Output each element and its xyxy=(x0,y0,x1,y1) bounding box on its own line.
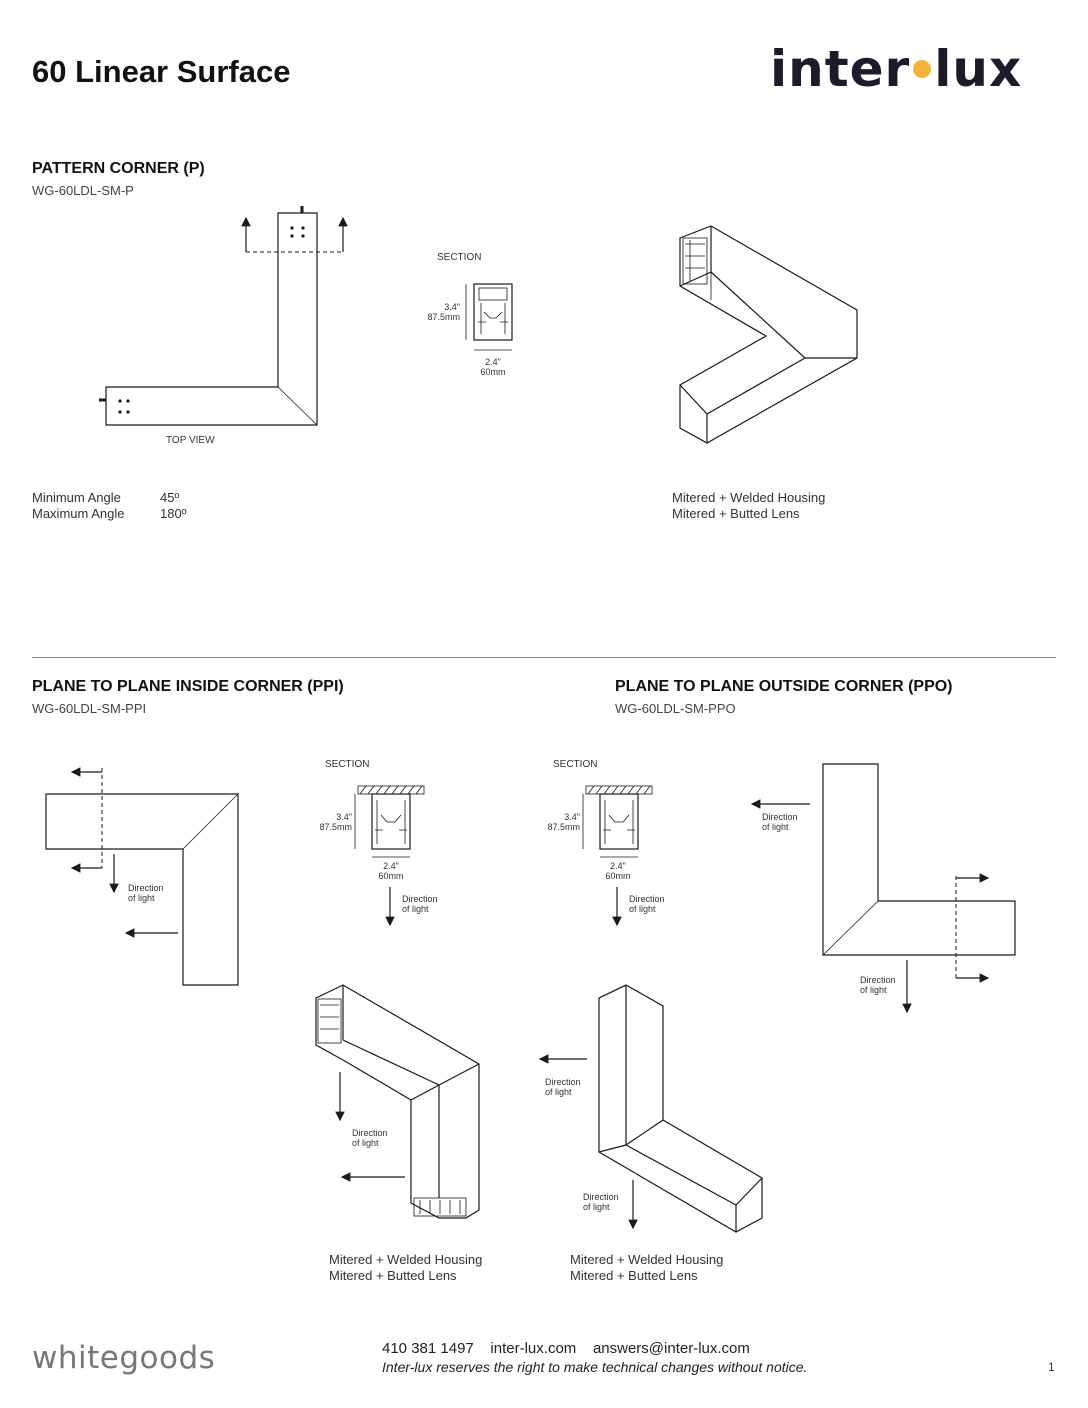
section-divider xyxy=(32,657,1056,658)
pattern-corner-section xyxy=(465,283,513,351)
ppi-code: WG-60LDL-SM-PPI xyxy=(32,701,147,716)
section-dim-width: 2.4"60mm xyxy=(480,357,506,377)
ppo-isometric xyxy=(538,984,763,1233)
ppo-heading: PLANE TO PLANE OUTSIDE CORNER (PPO) xyxy=(615,678,953,695)
top-view-label: TOP VIEW xyxy=(166,435,215,446)
ppi-dim-height: 3.4"87.5mm xyxy=(319,812,352,832)
ppo-code: WG-60LDL-SM-PPO xyxy=(615,701,736,716)
ppi-heading: PLANE TO PLANE INSIDE CORNER (PPI) xyxy=(32,678,344,695)
interlux-logo: inter lux xyxy=(770,40,1022,98)
ppi-top-view xyxy=(45,767,239,986)
ppo-dim-width: 2.4"60mm xyxy=(605,861,631,881)
disclaimer: Inter-lux reserves the right to make tec… xyxy=(382,1359,808,1375)
ppo-top-view xyxy=(750,763,1016,1014)
logo-dot-icon xyxy=(913,59,932,78)
ppi-section xyxy=(354,785,425,927)
pattern-corner-isometric xyxy=(679,225,858,444)
section-dim-height: 3.4"87.5mm xyxy=(427,302,460,322)
section-label: SECTION xyxy=(437,252,482,263)
page-number: 1 xyxy=(1048,1360,1055,1374)
ppi-dim-width: 2.4"60mm xyxy=(378,861,404,881)
ppo-section-label: SECTION xyxy=(553,759,598,770)
ppo-dim-height: 3.4"87.5mm xyxy=(547,812,580,832)
whitegoods-brand: whitegoods xyxy=(32,1340,216,1376)
logo-text-right: lux xyxy=(934,40,1023,98)
pattern-corner-code: WG-60LDL-SM-P xyxy=(32,183,134,198)
ppi-section-label: SECTION xyxy=(325,759,370,770)
ppi-isometric xyxy=(315,984,480,1219)
logo-text-left: inter xyxy=(770,40,911,98)
ppo-section xyxy=(582,785,653,927)
pattern-corner-heading: PATTERN CORNER (P) xyxy=(32,160,205,177)
page-title: 60 Linear Surface xyxy=(32,54,291,89)
contact-info: 410 381 1497 inter-lux.com answers@inter… xyxy=(382,1340,750,1357)
pattern-corner-top-view xyxy=(99,206,348,426)
